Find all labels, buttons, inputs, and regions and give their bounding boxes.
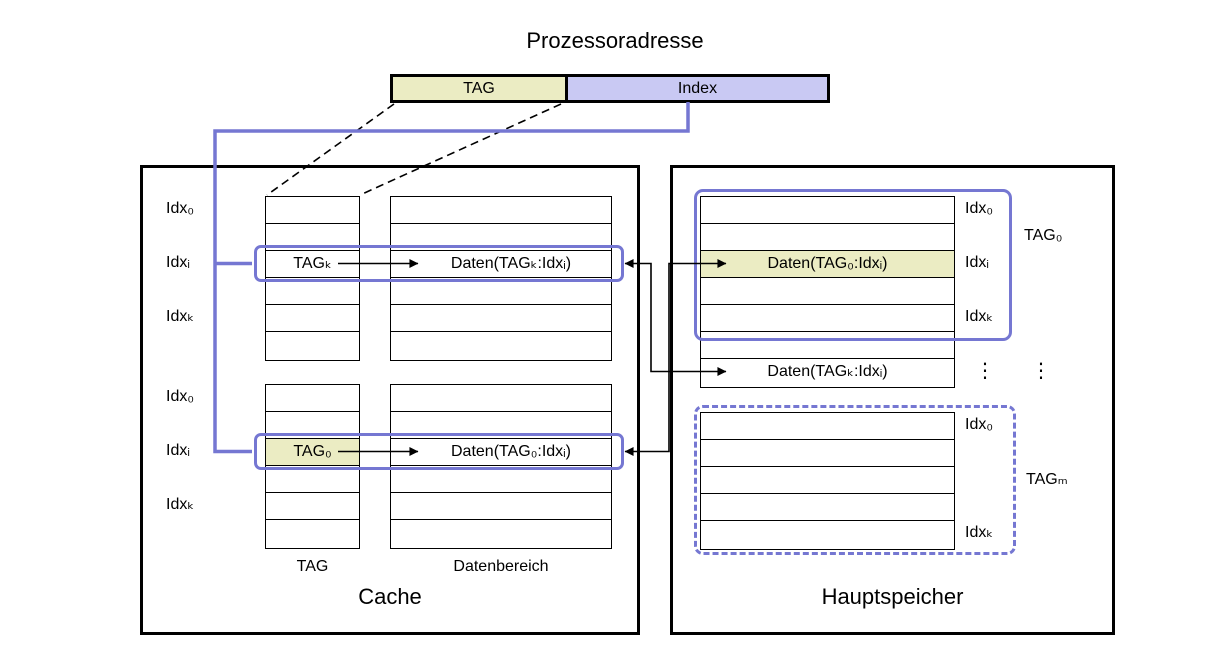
memory-row (701, 467, 954, 494)
cache-tag-cell (266, 197, 359, 224)
cache-data-column-label: Datenbereich (453, 558, 549, 575)
cache-row-label-idx0-a: Idx₀ (166, 200, 194, 217)
cache-data-cell (391, 385, 611, 412)
memory-row (701, 278, 954, 305)
memory-row (701, 224, 954, 251)
cache-tag-cell (266, 332, 359, 359)
cache-selected-line-highlight-b (254, 433, 624, 470)
cache-selected-line-highlight-a (254, 245, 624, 282)
cache-tag-cell (266, 466, 359, 493)
memory-row-label-idx0-tag0: Idx₀ (965, 200, 993, 217)
cache-data-cell (391, 332, 611, 359)
cache-data-cell (391, 197, 611, 224)
memory-row (701, 305, 954, 332)
cache-tag-cell (266, 520, 359, 547)
cache-tag-column-label: TAG (296, 558, 329, 575)
cache-data-cell (391, 305, 611, 332)
memory-row (701, 440, 954, 467)
memory-row (701, 197, 954, 224)
cache-row-label-idxi-b: Idxᵢ (166, 442, 190, 459)
diagram-title: Prozessoradresse (526, 28, 704, 53)
memory-row (701, 494, 954, 521)
memory-data-row-tag0: Daten(TAG₀:Idxᵢ) (701, 251, 954, 278)
memory-row-label-idx0-tagm: Idx₀ (965, 416, 993, 433)
memory-row-label-idxk-tagm: Idxₖ (965, 524, 994, 541)
cache-data-cell (391, 466, 611, 493)
cache-tag-cell (266, 493, 359, 520)
cache-box-label: Cache (358, 584, 422, 609)
address-index-field: Index (565, 77, 827, 100)
memory-box-label: Hauptspeicher (821, 584, 964, 609)
memory-data-row-tagk: Daten(TAGₖ:Idxᵢ) (767, 363, 888, 380)
memory-row (701, 413, 954, 440)
memory-block-label-tag0: TAG₀ (1024, 227, 1063, 244)
memory-row-label-idxk-tag0: Idxₖ (965, 308, 994, 325)
cache-row-label-idxi-a: Idxᵢ (166, 254, 190, 271)
cache-tag-cell (266, 305, 359, 332)
cache-tag-cell (266, 385, 359, 412)
processor-address-bar: TAG Index (390, 74, 830, 103)
cache-tag-cell (266, 278, 359, 305)
memory-row-label-idxi-tag0: Idxᵢ (965, 254, 989, 271)
memory-row-segment-lower (700, 412, 955, 550)
memory-block-label-tagm: TAGₘ (1026, 471, 1068, 488)
memory-row-segment-upper: Daten(TAG₀:Idxᵢ) Daten(TAGₖ:Idxᵢ) (700, 196, 955, 388)
cache-data-cell (391, 520, 611, 547)
memory-ellipsis-right: ⋮ (1031, 360, 1051, 382)
cache-row-label-idx0-b: Idx₀ (166, 388, 194, 405)
cache-row-label-idxk-a: Idxₖ (166, 308, 195, 325)
memory-row (701, 332, 954, 359)
cache-data-cell (391, 278, 611, 305)
memory-block-tagm-outline (694, 405, 1016, 555)
cache-row-label-idxk-b: Idxₖ (166, 496, 195, 513)
memory-ellipsis-left: ⋮ (975, 360, 995, 382)
address-tag-field: TAG (393, 77, 565, 100)
cache-data-cell (391, 493, 611, 520)
